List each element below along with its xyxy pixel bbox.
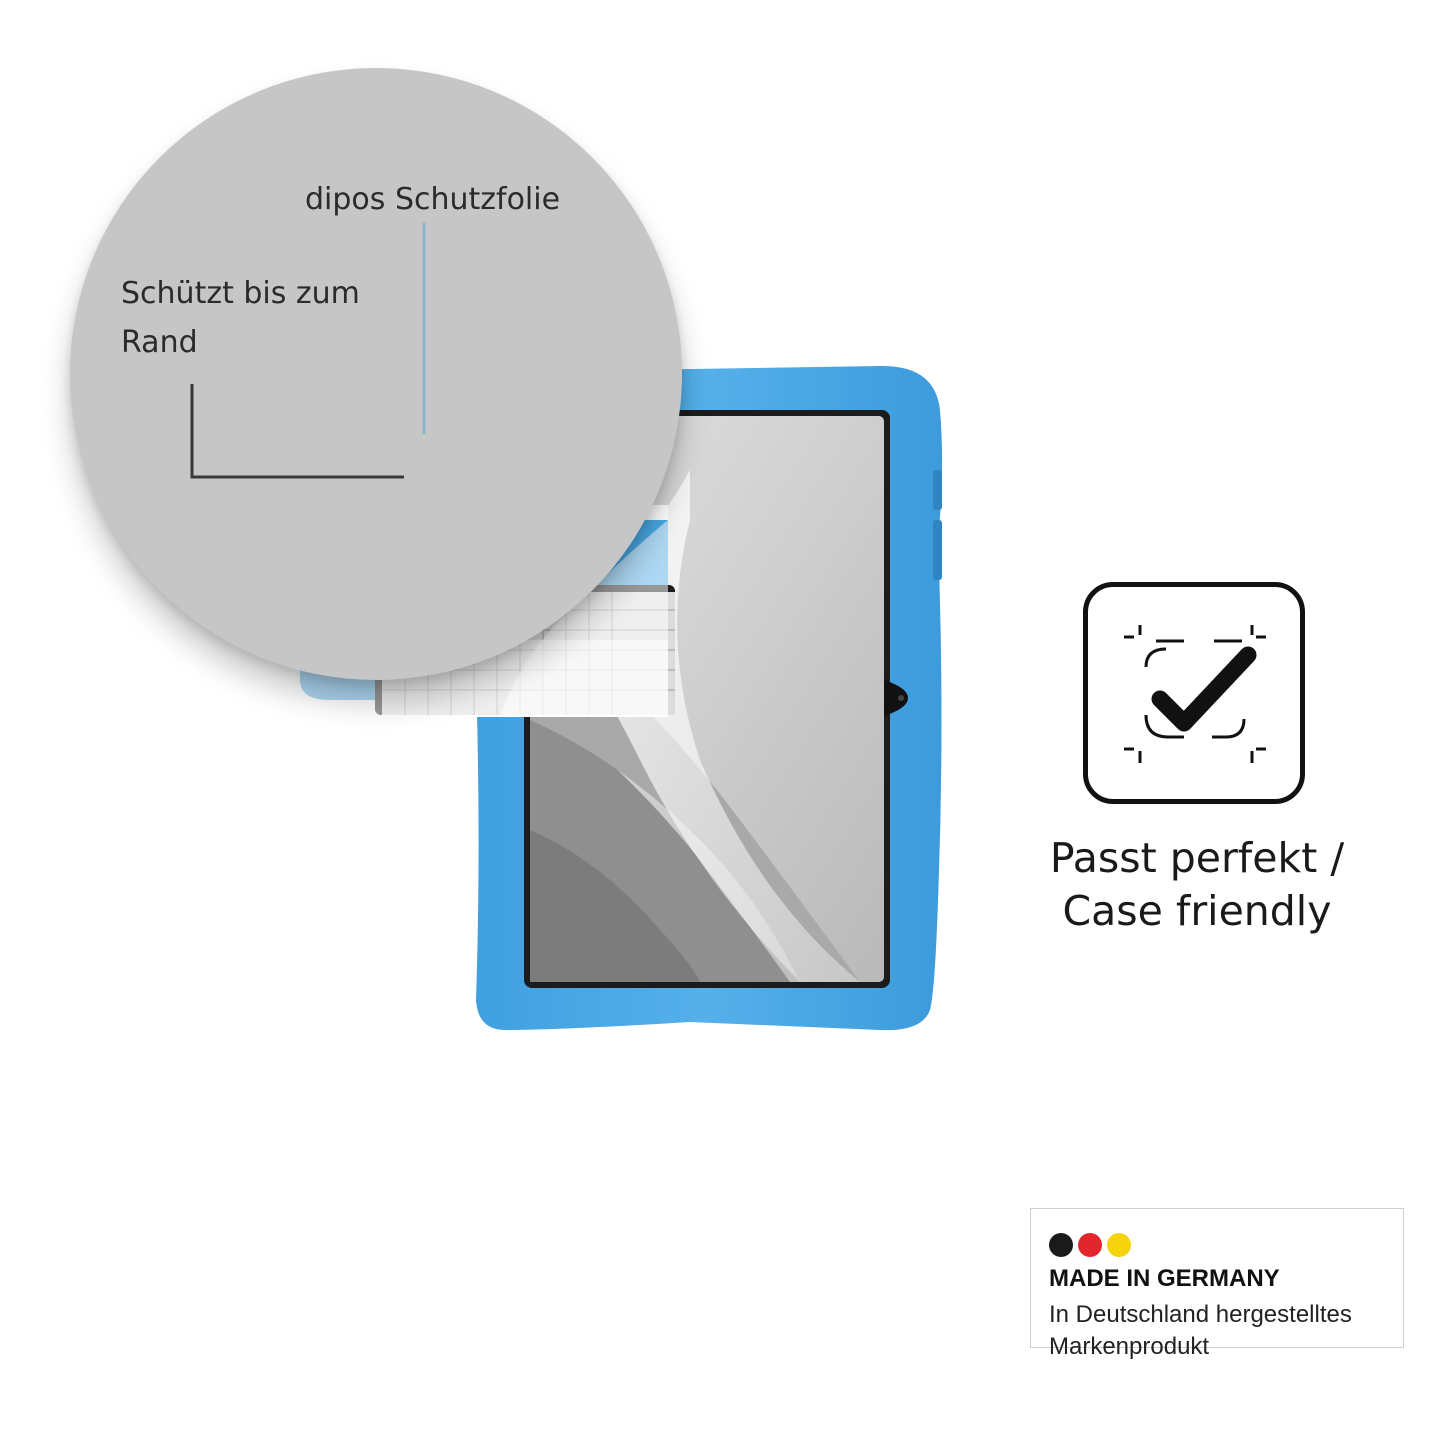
- screen-wallpaper-wave-light: [530, 830, 700, 982]
- case-fit-check-icon: [1083, 582, 1305, 804]
- camera-lens: [898, 695, 904, 701]
- case-friendly-text: Passt perfekt / Case friendly: [1049, 834, 1345, 935]
- flag-dot-red: [1078, 1233, 1102, 1257]
- badge-subtitle: In Deutschland hergestelltes Markenprodu…: [1049, 1301, 1352, 1360]
- leader-lines: [190, 223, 426, 479]
- camera-notch: [884, 680, 908, 716]
- edge-protection-label: Schützt bis zum Rand: [121, 276, 360, 360]
- side-button-upper: [933, 470, 942, 510]
- checkmark-icon: [1151, 646, 1257, 732]
- flag-dot-gold: [1107, 1233, 1131, 1257]
- side-button-lower: [933, 520, 942, 580]
- protector-film-label: dipos Schutzfolie: [305, 182, 561, 217]
- edge-leader-line: [190, 384, 404, 479]
- made-in-germany-badge: MADE IN GERMANY In Deutschland hergestel…: [1030, 1208, 1404, 1360]
- case-corner-inset: [288, 505, 675, 717]
- zoom-detail-circle: dipos Schutzfolie Schützt bis zum Rand: [70, 68, 682, 680]
- flag-dot-black: [1049, 1233, 1073, 1257]
- badge-title: MADE IN GERMANY: [1049, 1265, 1280, 1292]
- german-flag-dots: [1049, 1233, 1131, 1257]
